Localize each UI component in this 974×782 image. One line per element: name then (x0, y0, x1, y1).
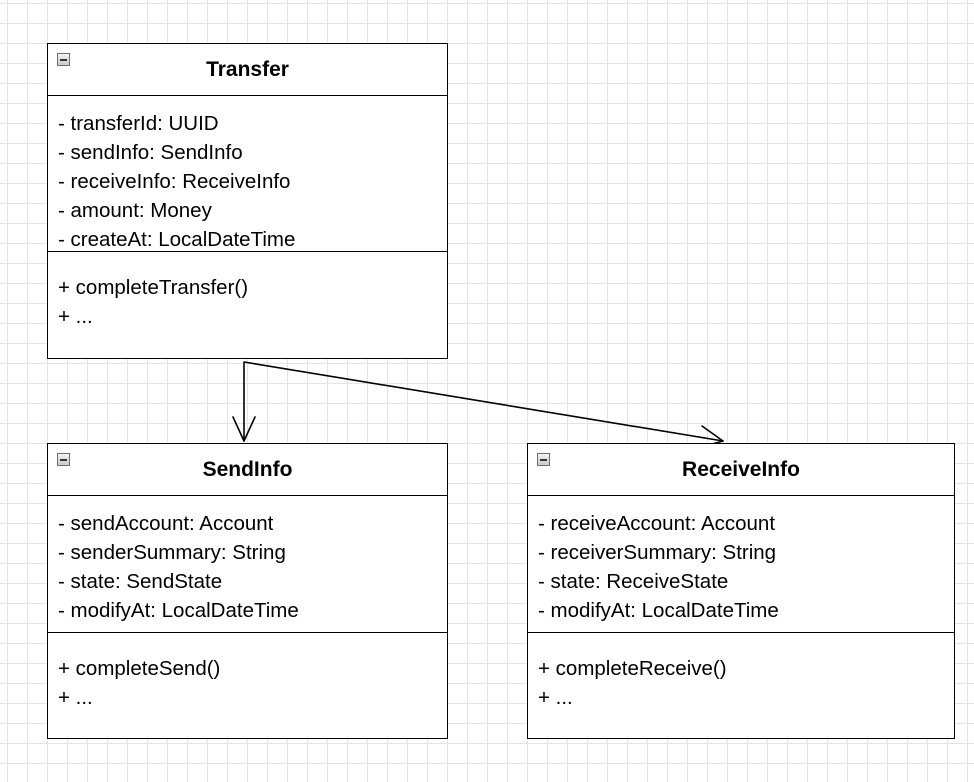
attribute: - transferId: UUID (58, 112, 219, 135)
method: + ... (58, 686, 93, 709)
class-sendinfo[interactable]: SendInfo - sendAccount: Account - sender… (47, 443, 448, 739)
method: + ... (58, 305, 93, 328)
collapse-icon[interactable] (57, 453, 70, 466)
collapse-icon[interactable] (57, 53, 70, 66)
attribute: - createAt: LocalDateTime (58, 228, 296, 251)
class-name: Transfer (206, 57, 289, 81)
attribute: - receiveAccount: Account (538, 512, 776, 535)
attributes-section: - transferId: UUID - sendInfo: SendInfo … (48, 96, 447, 252)
methods-section: + completeSend() + ... (48, 633, 447, 712)
class-name: ReceiveInfo (682, 457, 800, 481)
method: + completeTransfer() (58, 276, 249, 299)
collapse-icon[interactable] (537, 453, 550, 466)
method: + completeReceive() (538, 657, 727, 680)
attribute: - receiverSummary: String (538, 541, 777, 564)
method: + ... (538, 686, 573, 709)
arrowhead-sendinfo (232, 416, 256, 442)
attributes-section: - receiveAccount: Account - receiverSumm… (528, 496, 954, 633)
class-transfer[interactable]: Transfer - transferId: UUID - sendInfo: … (47, 43, 448, 359)
class-header: SendInfo (48, 444, 447, 496)
attribute: - state: ReceiveState (538, 570, 729, 593)
method: + completeSend() (58, 657, 221, 680)
attribute: - senderSummary: String (58, 541, 286, 564)
attribute: - amount: Money (58, 199, 212, 222)
class-header: ReceiveInfo (528, 444, 954, 496)
attribute: - receiveInfo: ReceiveInfo (58, 170, 291, 193)
attribute: - sendAccount: Account (58, 512, 274, 535)
attributes-section: - sendAccount: Account - senderSummary: … (48, 496, 447, 633)
methods-section: + completeReceive() + ... (528, 633, 954, 712)
association-transfer-receiveinfo[interactable] (243, 361, 724, 442)
attribute: - sendInfo: SendInfo (58, 141, 243, 164)
class-header: Transfer (48, 44, 447, 96)
class-receiveinfo[interactable]: ReceiveInfo - receiveAccount: Account - … (527, 443, 955, 739)
methods-section: + completeTransfer() + ... (48, 252, 447, 331)
attribute: - state: SendState (58, 570, 223, 593)
attribute: - modifyAt: LocalDateTime (58, 599, 299, 622)
attribute: - modifyAt: LocalDateTime (538, 599, 779, 622)
class-name: SendInfo (202, 457, 293, 481)
